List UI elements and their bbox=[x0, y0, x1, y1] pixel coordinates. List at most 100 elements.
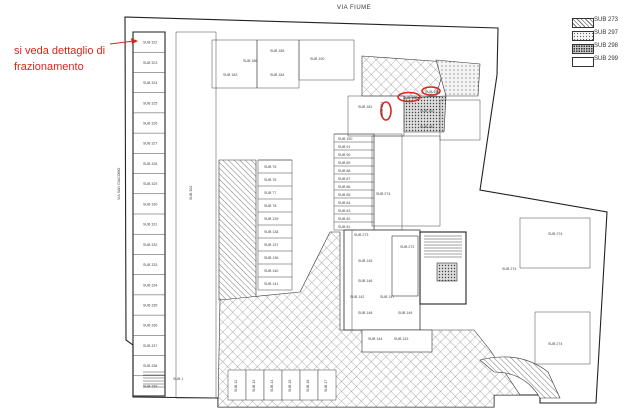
center-unit-label: SUB 91 bbox=[338, 145, 350, 149]
right-unit-label: SUB 274 bbox=[548, 232, 562, 236]
center-unit-label: SUB 81 bbox=[338, 225, 350, 229]
block-unit-label: SUB 148 bbox=[358, 311, 372, 315]
right-unit-label: SUB 274 bbox=[502, 267, 516, 271]
left-unit-label: SUB 334 bbox=[143, 283, 157, 287]
highlighted-unit-label: SUB 155 bbox=[403, 96, 417, 100]
center-unit-label: SUB 82 bbox=[338, 217, 350, 221]
street-top-label: VIA FIUME bbox=[337, 5, 372, 11]
left-unit-label: SUB 339 bbox=[143, 384, 157, 388]
mid-unit-label: SUB 138 bbox=[264, 230, 278, 234]
unit-sub-143-box bbox=[361, 329, 433, 353]
top-unit-label: SUB 160 bbox=[420, 109, 434, 113]
right-unit-label: SUB 274 bbox=[548, 342, 562, 346]
unit-block-top-3 bbox=[298, 39, 355, 81]
highlight-sub-155 bbox=[397, 91, 421, 103]
mid-unit-label: SUB 137 bbox=[264, 243, 278, 247]
annotation-arrow bbox=[109, 40, 135, 45]
bottom-unit-label: SUB 16 bbox=[306, 380, 310, 392]
left-unit-rows bbox=[133, 31, 165, 377]
ramp-right bbox=[479, 356, 561, 399]
annotation-arrowhead bbox=[131, 38, 138, 44]
bottom-unit-label: SUB 12 bbox=[234, 380, 238, 392]
legend-label: SUB 297 bbox=[594, 30, 619, 36]
legend-swatch-blank bbox=[572, 57, 594, 67]
left-unit-label: SUB 325 bbox=[143, 101, 157, 105]
center-unit-label: SUB 83 bbox=[338, 209, 350, 213]
block-unit-label: SUB 143 bbox=[394, 337, 408, 341]
bottom-stall-rows: SUB 12 SUB 13 SUB 14 SUB 15 SUB 16 SUB 17 bbox=[227, 369, 337, 401]
mid-unit-label: SUB 139 bbox=[264, 217, 278, 221]
stair-label: SUB 1 bbox=[173, 377, 183, 381]
circulation-area bbox=[217, 231, 521, 408]
legend-label: SUB 299 bbox=[594, 56, 619, 62]
top-unit-label: SUB 182 bbox=[420, 125, 434, 129]
legend-label: SUB 298 bbox=[594, 43, 619, 49]
left-strip-sub-302 bbox=[175, 31, 217, 399]
unit-sub-274-c bbox=[371, 135, 441, 227]
center-unit-label: SUB 150 bbox=[338, 137, 352, 141]
bottom-unit-label: SUB 17 bbox=[324, 380, 328, 392]
bottom-unit-label: SUB 14 bbox=[270, 380, 274, 392]
block-unit-label: SUB 272 bbox=[400, 245, 414, 249]
left-unit-label: SUB 338 bbox=[143, 364, 157, 368]
legend-swatch-dotted bbox=[572, 31, 594, 41]
top-unit-label: SUB 184 bbox=[270, 73, 284, 77]
top-unit-label: SUB 185 bbox=[270, 49, 284, 53]
unit-block-top-1 bbox=[211, 39, 258, 89]
mid-unit-label: SUB 75 bbox=[264, 165, 276, 169]
mid-unit-label: SUB 78 bbox=[264, 204, 276, 208]
stair-treads bbox=[424, 235, 462, 258]
legend-label: SUB 273 bbox=[594, 17, 619, 23]
bottom-unit-label: SUB 13 bbox=[252, 380, 256, 392]
mid-unit-label: SUB 77 bbox=[264, 191, 276, 195]
left-unit-label: SUB 333 bbox=[143, 263, 157, 267]
unit-block-top-2 bbox=[256, 39, 300, 89]
left-unit-label: SUB 332 bbox=[143, 243, 157, 247]
stair-small: SUB 1 bbox=[143, 371, 183, 388]
left-unit-label: SUB 335 bbox=[143, 304, 157, 308]
annotation-line-1: si veda dettaglio di bbox=[14, 45, 106, 57]
ramp-left bbox=[218, 159, 257, 301]
hatched-area-top bbox=[361, 55, 447, 97]
left-strip-label: SUB 302 bbox=[189, 186, 193, 200]
center-unit-label: SUB 87 bbox=[338, 177, 350, 181]
center-unit-label: SUB 88 bbox=[338, 169, 350, 173]
unit-block-top-5 bbox=[439, 99, 481, 141]
mid-unit-label: SUB 76 bbox=[264, 178, 276, 182]
annotation-line-2: frazionamento bbox=[14, 61, 84, 73]
stair-core bbox=[419, 231, 467, 305]
center-stall-column-2 bbox=[373, 133, 403, 231]
block-unit-label: SUB 142 bbox=[350, 295, 364, 299]
left-unit-label: SUB 327 bbox=[143, 142, 157, 146]
top-unit-label: SUB 190 bbox=[310, 57, 324, 61]
left-unit-label: SUB 328 bbox=[143, 162, 157, 166]
center-unit-label: SUB 86 bbox=[338, 185, 350, 189]
highlighted-unit-label: SUB 156 bbox=[425, 90, 439, 94]
left-unit-label: SUB 337 bbox=[143, 344, 157, 348]
left-unit-label: SUB 323 bbox=[143, 61, 157, 65]
mid-unit-label: SUB 136 bbox=[264, 256, 278, 260]
block-unit-label: SUB 145 bbox=[358, 259, 372, 263]
unit-sub-274-a bbox=[519, 217, 591, 269]
unit-block-top-4 bbox=[347, 95, 405, 137]
legend-swatch-crosshatch bbox=[572, 18, 594, 28]
left-unit-label: SUB 326 bbox=[143, 122, 157, 126]
block-unit-label: SUB 273 bbox=[354, 233, 368, 237]
bottom-stall bbox=[317, 369, 337, 401]
bottom-unit-label: SUB 15 bbox=[288, 380, 292, 392]
left-unit-label: SUB 329 bbox=[143, 182, 157, 186]
top-unit-label: SUB 183 bbox=[223, 73, 237, 77]
highlight-sub-156 bbox=[421, 86, 441, 96]
central-block-strip bbox=[343, 229, 353, 331]
left-unit-label: SUB 330 bbox=[143, 202, 157, 206]
block-unit-label: SUB 147 bbox=[380, 295, 394, 299]
center-unit-label: SUB 90 bbox=[338, 153, 350, 157]
center-unit-label: SUB 89 bbox=[338, 161, 350, 165]
left-unit-label: SUB 331 bbox=[143, 223, 157, 227]
left-unit-label: SUB 324 bbox=[143, 81, 157, 85]
right-unit-label: SUB 274 bbox=[376, 192, 390, 196]
